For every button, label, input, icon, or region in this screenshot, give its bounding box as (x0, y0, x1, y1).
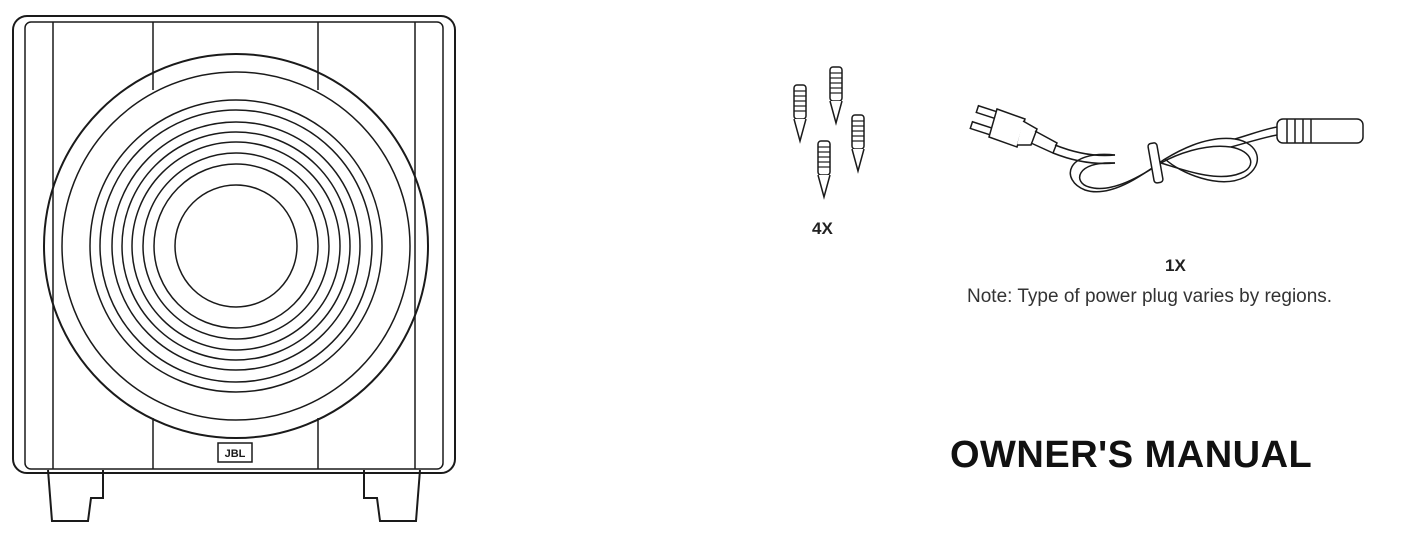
power-cord-icon (965, 95, 1385, 215)
spike-3 (851, 114, 865, 172)
driver-dust-cap (175, 185, 297, 307)
cabinet-outline (13, 16, 455, 473)
power-cord-quantity: 1X (1165, 256, 1186, 275)
plug-body (989, 109, 1025, 147)
spike-1 (793, 84, 807, 142)
left-foot (48, 470, 103, 521)
iec-connector (1277, 119, 1363, 143)
jbl-logo: JBL (225, 448, 246, 460)
right-foot (364, 470, 420, 521)
floor-spike-icon (793, 66, 865, 198)
subwoofer-illustration: JBL (0, 0, 470, 540)
spikes-quantity: 4X (812, 219, 833, 238)
power-plug-note: Note: Type of power plug varies by regio… (967, 286, 1333, 307)
cord-tie (1148, 142, 1164, 183)
spike-2 (829, 66, 843, 124)
jbl-logo-badge (218, 443, 252, 462)
driver-outer-ring (44, 54, 428, 438)
cabinet-inner-panel (25, 22, 443, 469)
document-title: OWNER'S MANUAL (950, 434, 1313, 476)
spike-4 (817, 140, 831, 198)
